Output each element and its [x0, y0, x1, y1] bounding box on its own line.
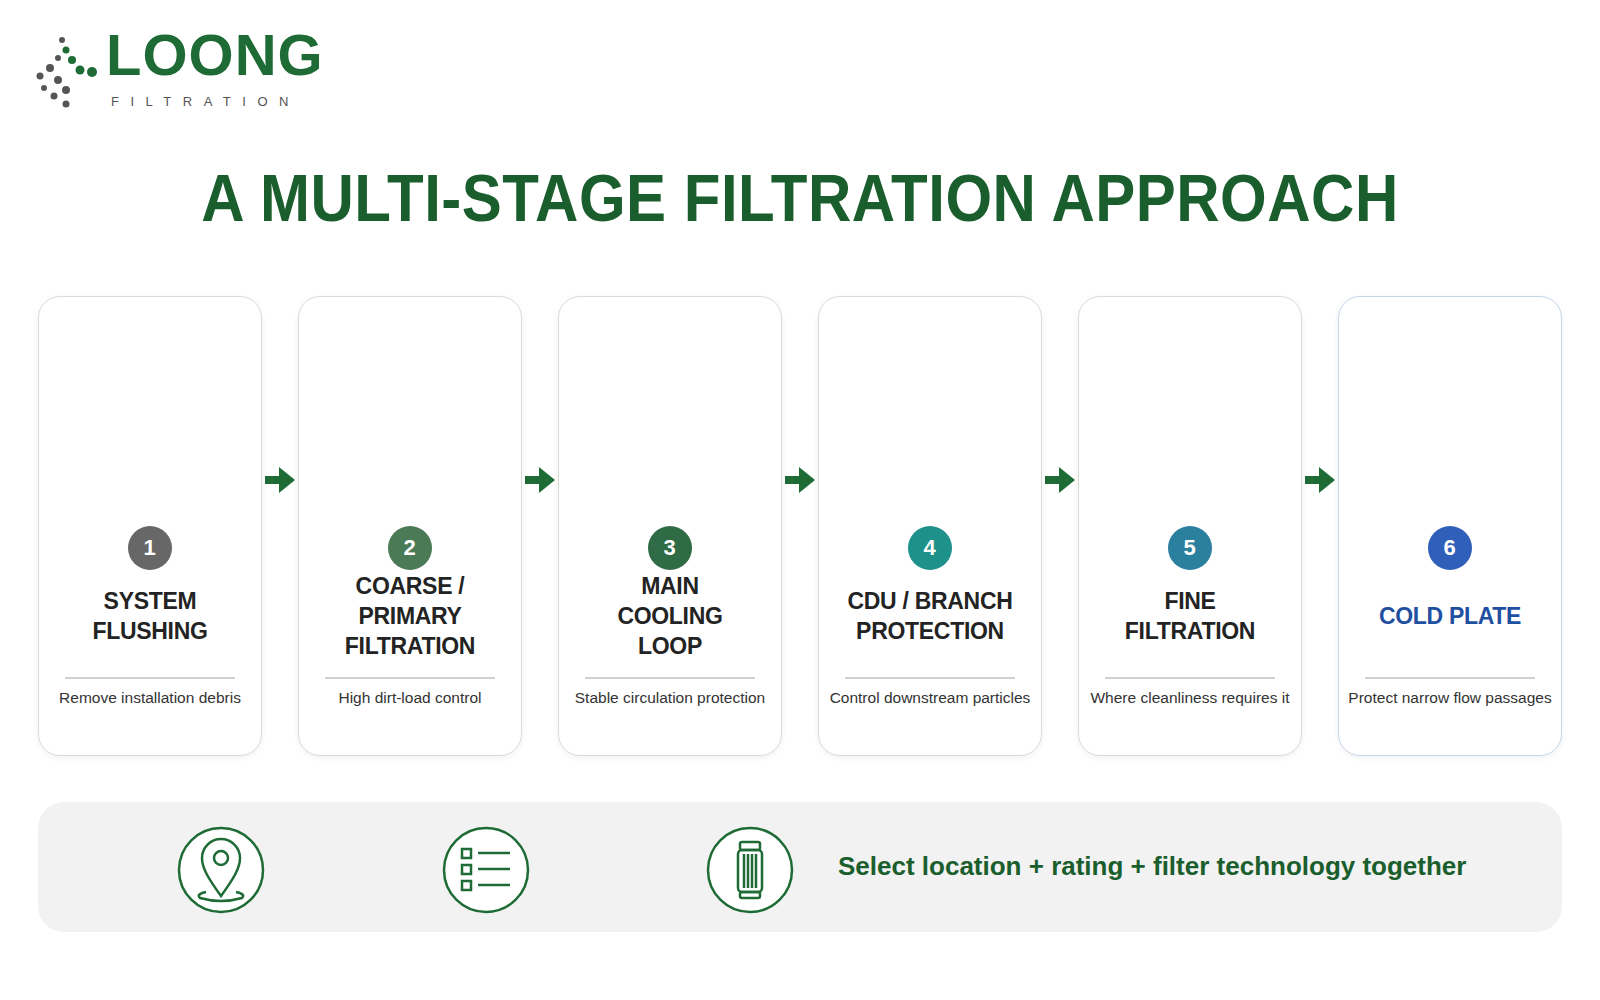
flow-arrow: [525, 467, 555, 493]
divider-line: [1105, 677, 1275, 679]
stage-heading-box: MAIN COOLING LOOP: [567, 563, 773, 671]
divider-line: [845, 677, 1015, 679]
logo-wordmark: LOONG: [106, 26, 324, 84]
stage-card: COARSE / PRIMARY FILTRATION High dirt-loa…: [298, 296, 522, 756]
divider-line: [1365, 677, 1535, 679]
stage-description: Stable circulation protection: [565, 687, 775, 709]
step-number: 3: [663, 535, 675, 561]
stage-description: Control downstream particles: [825, 687, 1035, 709]
step-number: 5: [1183, 535, 1195, 561]
summary-band: Select location + rating + filter techno…: [38, 802, 1562, 932]
summary-text: Select location + rating + filter techno…: [838, 851, 1542, 882]
stage-description: Protect narrow flow passages: [1345, 687, 1555, 709]
divider-line: [325, 677, 495, 679]
step-number-circle: 6: [1428, 526, 1472, 570]
step-number: 6: [1443, 535, 1455, 561]
stage-heading-box: SYSTEM FLUSHING: [47, 563, 253, 671]
flow-arrow: [1045, 467, 1075, 493]
stage-heading-box: COARSE / PRIMARY FILTRATION: [307, 563, 513, 671]
flow-arrow: [785, 467, 815, 493]
stage-card: CDU / BRANCH PROTECTION Control downstrea…: [818, 296, 1042, 756]
stage-heading: COLD PLATE: [1366, 602, 1534, 632]
stage-heading: COARSE / PRIMARY FILTRATION: [326, 572, 494, 662]
stage-card: SYSTEM FLUSHING Remove installation debri…: [38, 296, 262, 756]
divider-line: [65, 677, 235, 679]
stage-description: Remove installation debris: [45, 687, 255, 709]
divider-line: [585, 677, 755, 679]
stage-heading-box: FINE FILTRATION: [1087, 563, 1293, 671]
stage-heading: FINE FILTRATION: [1106, 587, 1274, 647]
step-number-circle: 2: [388, 526, 432, 570]
stage-heading-box: COLD PLATE: [1347, 563, 1553, 671]
stage-heading: MAIN COOLING LOOP: [586, 572, 754, 662]
stage-card: FINE FILTRATION Where cleanliness require…: [1078, 296, 1302, 756]
stage-card: MAIN COOLING LOOP Stable circulation prot…: [558, 296, 782, 756]
step-number-circle: 1: [128, 526, 172, 570]
stage-heading: CDU / BRANCH PROTECTION: [846, 587, 1014, 647]
stage-description: High dirt-load control: [305, 687, 515, 709]
logo-subtitle: FILTRATION: [111, 95, 300, 108]
stage-card: COLD PLATE Protect narrow flow passages 6: [1338, 296, 1562, 756]
step-number-circle: 4: [908, 526, 952, 570]
flow-arrow: [265, 467, 295, 493]
stage-description: Where cleanliness requires it: [1085, 687, 1295, 709]
title: A MULTI-STAGE FILTRATION APPROACH: [0, 160, 1600, 237]
step-number-circle: 3: [648, 526, 692, 570]
step-number: 1: [143, 535, 155, 561]
stage-heading-box: CDU / BRANCH PROTECTION: [827, 563, 1033, 671]
step-number: 2: [403, 535, 415, 561]
logo-mark: [37, 37, 98, 108]
stage-heading: SYSTEM FLUSHING: [66, 587, 234, 647]
step-number: 4: [923, 535, 935, 561]
step-number-circle: 5: [1168, 526, 1212, 570]
flow-arrow: [1305, 467, 1335, 493]
